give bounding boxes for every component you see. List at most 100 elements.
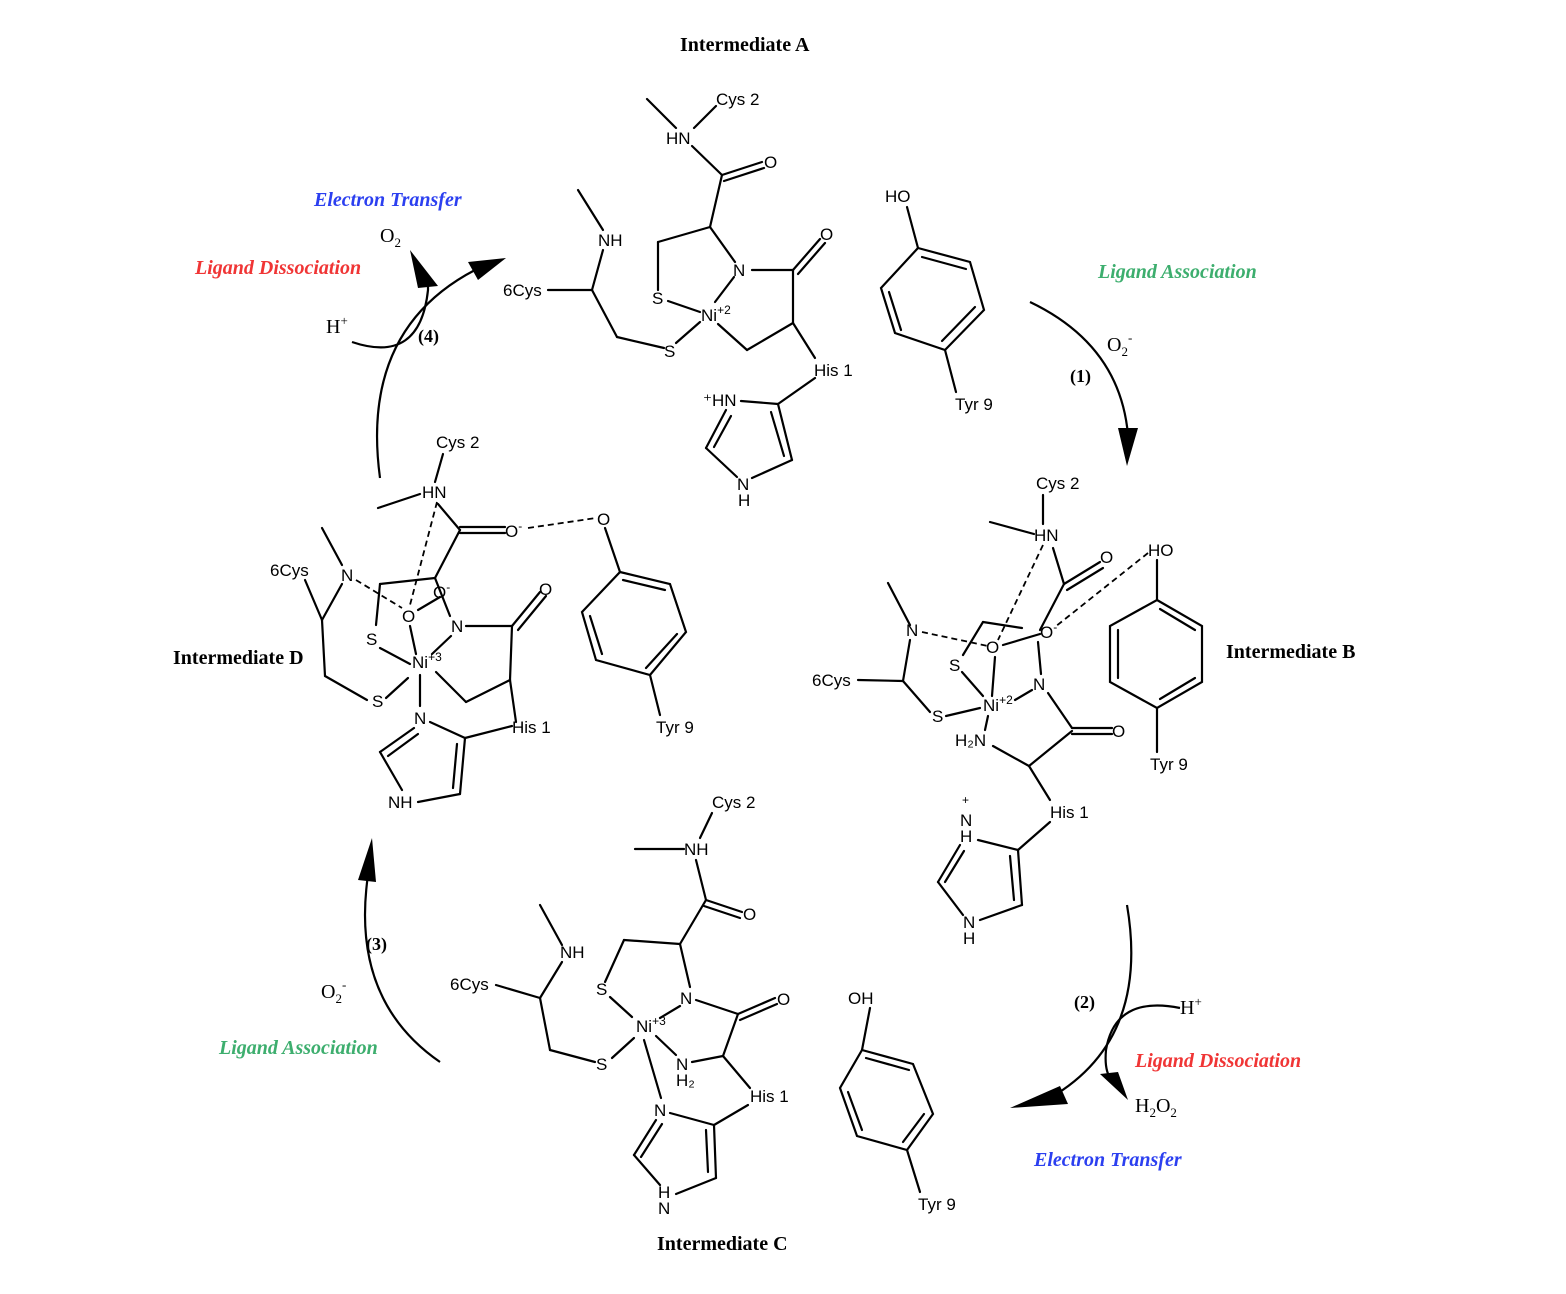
bond xyxy=(694,858,708,902)
amine-n-label: N xyxy=(341,566,353,585)
bond xyxy=(702,904,742,920)
his1-label: His 1 xyxy=(1050,803,1089,822)
bond xyxy=(610,1036,636,1060)
step-2: (2) H+ Ligand Dissociation H2O2 Electron… xyxy=(1010,904,1301,1171)
bond xyxy=(408,624,418,656)
amide-n-label: N xyxy=(733,261,745,280)
cys2-label: Cys 2 xyxy=(716,90,759,109)
bond xyxy=(856,678,905,683)
bond xyxy=(434,670,468,704)
step-3-label: (3) xyxy=(366,934,387,955)
bond xyxy=(658,1004,682,1020)
imidazole-n-label: N xyxy=(960,811,972,830)
bond xyxy=(458,736,467,796)
his1-label: His 1 xyxy=(814,361,853,380)
thiolate-s-label: S xyxy=(596,1055,607,1074)
bond xyxy=(621,578,667,592)
amine-h2n-label: H₂N xyxy=(955,731,986,750)
bond xyxy=(656,225,712,244)
bond xyxy=(433,576,452,618)
hydroxyl-label: OH xyxy=(848,989,874,1008)
bond xyxy=(745,321,795,352)
bond xyxy=(901,679,932,714)
bond xyxy=(901,1112,926,1144)
bond xyxy=(386,732,420,758)
bond xyxy=(860,1006,872,1052)
step-3-process: Ligand Association xyxy=(218,1037,378,1059)
bond xyxy=(1038,582,1066,632)
bond xyxy=(739,399,780,406)
bond xyxy=(944,706,982,718)
bond xyxy=(510,590,542,628)
bond xyxy=(936,880,965,917)
phenolate-o-label: O xyxy=(597,510,610,529)
bond xyxy=(1051,546,1066,586)
bond xyxy=(978,903,1024,922)
carboxylate-o-minus-label: O- xyxy=(505,519,522,541)
bond xyxy=(920,255,968,271)
imidazole-nh-label: NH xyxy=(388,793,413,812)
intermediate-a-title: Intermediate A xyxy=(680,34,810,56)
tyr9-top: HO Tyr 9 xyxy=(879,187,993,414)
bond xyxy=(678,942,692,989)
bond xyxy=(1062,560,1102,586)
bond xyxy=(1008,854,1016,902)
bond xyxy=(508,678,518,724)
bond xyxy=(603,526,622,574)
hydrogen-bond xyxy=(921,631,989,647)
intermediate-a: Intermediate A Cys 2 xyxy=(503,34,853,510)
bond xyxy=(736,996,777,1016)
step-4-species-oxygen: O2 xyxy=(380,225,401,250)
bond xyxy=(590,248,605,292)
bond xyxy=(603,938,626,984)
thiolate-s-label: S xyxy=(366,630,377,649)
step-2-arrowhead xyxy=(1010,1086,1068,1108)
bond xyxy=(674,1176,718,1196)
bond xyxy=(632,1153,662,1187)
bond xyxy=(433,452,445,484)
hydrogen-bond xyxy=(997,544,1044,641)
bond xyxy=(694,998,740,1016)
bond xyxy=(674,320,702,345)
bond xyxy=(1158,676,1197,701)
thiolate-s-label: S xyxy=(596,980,607,999)
imidazole-n-label: N xyxy=(414,709,426,728)
bond xyxy=(648,673,662,717)
imidazole-n-label: N xyxy=(654,1101,666,1120)
step-2-label: (2) xyxy=(1074,992,1095,1013)
bond xyxy=(416,792,462,804)
phenyl-ring xyxy=(580,570,688,677)
amide-n-label: N xyxy=(680,989,692,1008)
step-3-arrowhead xyxy=(358,838,376,882)
bond xyxy=(428,720,467,740)
bond xyxy=(622,938,682,946)
bond xyxy=(712,1103,750,1127)
tyr9-label: Tyr 9 xyxy=(955,395,993,414)
bond xyxy=(678,898,708,946)
peroxo-o-label: O xyxy=(986,638,999,657)
step-1-label: (1) xyxy=(1070,366,1091,387)
bond xyxy=(538,996,552,1052)
amide-hn-label: HN xyxy=(1034,526,1059,545)
amine-h2-label: H₂ xyxy=(676,1071,695,1090)
phenyl-ring xyxy=(879,246,986,352)
amide-nh-label: NH xyxy=(684,840,709,859)
bond xyxy=(750,458,794,480)
bond xyxy=(1065,566,1105,592)
step-2-side-arrowhead xyxy=(1100,1072,1128,1100)
bond xyxy=(791,321,817,360)
bond xyxy=(639,1122,664,1159)
bond xyxy=(508,624,514,682)
carbonyl-o-label: O xyxy=(1112,722,1125,741)
amide-n-label: N xyxy=(451,617,463,636)
step-4-process-b: Ligand Dissociation xyxy=(194,257,361,279)
step-3-species-superoxide: O2- xyxy=(321,977,346,1006)
bond xyxy=(981,620,1024,630)
step-3-arrow xyxy=(364,874,441,1063)
bond xyxy=(887,290,903,332)
bond xyxy=(690,1054,725,1064)
bond xyxy=(608,995,634,1019)
bond xyxy=(1027,764,1052,802)
carbonyl-o-label: O xyxy=(743,905,756,924)
bond xyxy=(721,1012,740,1058)
